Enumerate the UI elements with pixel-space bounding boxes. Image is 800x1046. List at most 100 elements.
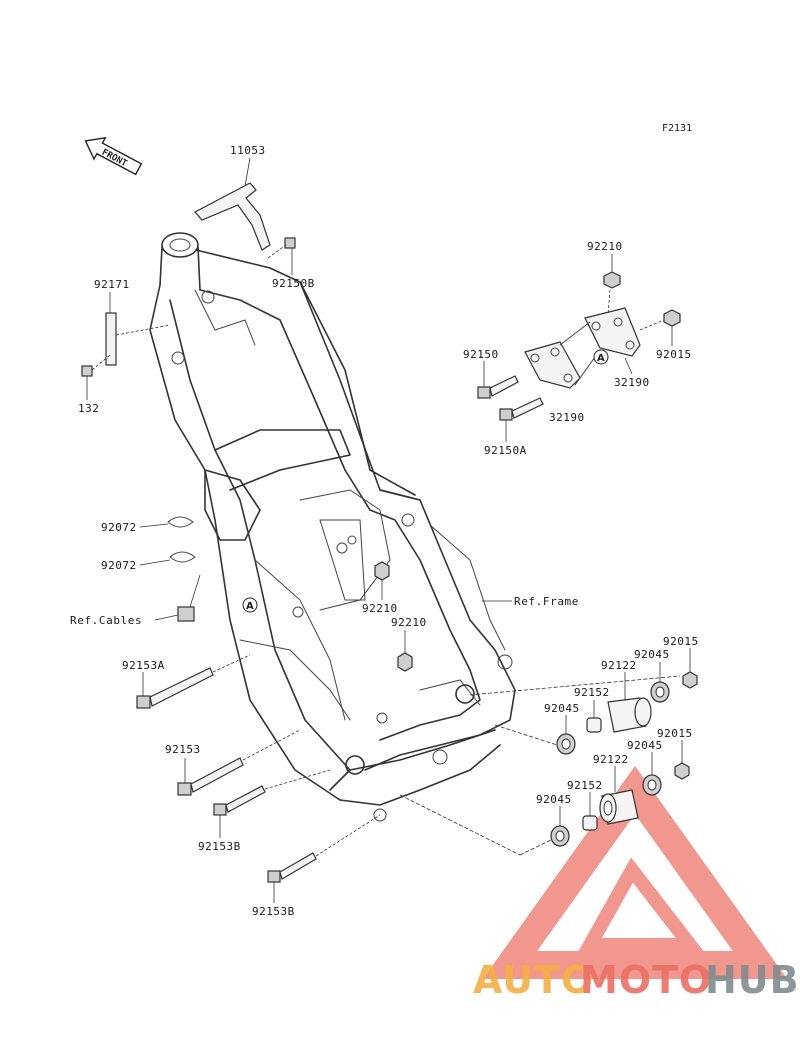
nut-92210-top-axis	[607, 289, 611, 316]
watermark-text-auto: AUTO	[473, 958, 594, 1002]
front-arrow-shape	[84, 136, 143, 176]
bearing-92045-r4-hole	[555, 830, 565, 842]
bolt-92153	[177, 729, 301, 796]
bracket-32190-leader	[624, 357, 633, 375]
bracket-32190-a-hole1	[591, 321, 601, 331]
callout-92153B-a: 92153B	[198, 840, 241, 853]
rear-loop-inner	[369, 509, 481, 741]
frame-boss-7	[432, 749, 448, 765]
bearing-92045-r3-hole	[647, 779, 657, 791]
clamp-92171-strap	[105, 312, 117, 366]
pivot-set-upper-axis	[469, 675, 681, 696]
callout-labels: 11053 92150B 92171 132 92210 92015 92150…	[70, 144, 698, 918]
bracket-connection	[559, 321, 591, 346]
side-plate	[299, 489, 391, 611]
marker-a-lower	[242, 597, 258, 613]
center-tube	[254, 559, 346, 721]
nut-92015-r1	[682, 671, 698, 689]
lower-cradle	[239, 639, 351, 721]
bottom-rail-2	[329, 729, 496, 791]
callout-32190-a: 32190	[614, 376, 650, 389]
bolt-92150A-shaft	[511, 397, 544, 419]
main-spar-lower	[199, 289, 371, 511]
nut-92015-top-axis	[639, 319, 665, 331]
cable-clip	[154, 574, 201, 622]
bracket-32190-a-hole2	[613, 317, 623, 327]
callout-92122-r2: 92122	[593, 753, 629, 766]
bearing-92045-r2-hole	[561, 738, 571, 750]
callout-92015-top: 92015	[656, 348, 692, 361]
nut-92210-mid2	[397, 652, 413, 672]
bolt-132-head	[81, 365, 93, 377]
front-direction-arrow: FRONT	[84, 136, 143, 176]
callout-92153: 92153	[165, 743, 201, 756]
callout-92072-a: 92072	[101, 521, 137, 534]
frame-boss-2	[171, 351, 185, 365]
pivot-set-upper	[469, 648, 698, 755]
ref-frame-label: Ref.Frame	[514, 595, 579, 608]
clamp-92072-lower-leader	[139, 559, 171, 566]
callout-92210-mid2: 92210	[391, 616, 427, 629]
bracket-32190-b	[524, 341, 581, 389]
clamp-92072-upper-leader	[139, 523, 169, 528]
collar-92152-r2	[582, 815, 598, 831]
clamp-92072-lower-shape	[169, 551, 196, 558]
marker-a-lower-label: A	[246, 601, 254, 612]
steering-head-top	[161, 232, 199, 258]
down-tube-right	[169, 299, 351, 771]
bolt-92153B-lower-shaft	[279, 852, 317, 880]
pivot-set-lower	[399, 740, 690, 856]
callout-92150: 92150	[463, 348, 499, 361]
frame-boss-9	[373, 808, 387, 822]
clamp-92072-upper-shape-2	[167, 521, 194, 528]
bracket-assembly-32190: A	[477, 254, 681, 442]
bolt-92153A-head	[136, 695, 151, 709]
frame-boss-4	[347, 535, 357, 545]
callout-132: 132	[78, 402, 99, 415]
pivot-set-lower-axis	[399, 794, 521, 856]
bolt-92150-head	[477, 386, 491, 399]
cable-clip-to-frame	[189, 574, 201, 608]
bracket-11053-shape	[194, 182, 271, 251]
bracket-11053	[194, 157, 271, 251]
nut-92015-top	[663, 309, 681, 327]
callout-11053: 11053	[230, 144, 266, 157]
watermark-logo	[482, 765, 788, 979]
gusset-2	[319, 519, 366, 601]
callout-92045-r1: 92045	[634, 648, 670, 661]
bottom-rail	[339, 744, 501, 806]
steering-head-inner	[169, 238, 191, 252]
bracket-11053-leader	[244, 157, 251, 187]
clamp-92171	[105, 292, 171, 366]
clamp-92072-lower	[139, 551, 196, 566]
bearing-92045-r1-hole	[655, 686, 665, 698]
callout-92210-top: 92210	[587, 240, 623, 253]
bracket-32190-b-hole3	[563, 373, 573, 383]
callout-92072-b: 92072	[101, 559, 137, 572]
engine-mount-plate-left	[204, 469, 261, 541]
bolt-92150B-axis	[267, 244, 287, 259]
bolt-92150B-head	[284, 237, 296, 249]
collar-92152-r1	[586, 717, 602, 733]
watermark-triangle-outer	[482, 765, 788, 979]
clamp-92072-lower-shape-2	[169, 556, 196, 563]
bolt-92153B-lower-axis	[315, 814, 381, 857]
watermark-text-hub: HUB	[705, 958, 800, 1002]
cable-clip-shape	[177, 606, 195, 622]
bolt-92153B-lower-head	[267, 870, 281, 883]
gusset-1	[194, 289, 256, 346]
bolt-92153A-axis	[212, 654, 251, 673]
cable-clip-leader	[154, 614, 179, 621]
clamp-92171-axis	[115, 324, 171, 336]
callout-92122-r1: 92122	[601, 659, 637, 672]
frame-boss-6	[497, 654, 513, 670]
bracket-32190-b-hole2	[550, 347, 560, 357]
frame-boss-10	[376, 712, 388, 724]
bolt-92153-axis	[242, 729, 301, 761]
frame-boss-11	[292, 606, 304, 618]
callout-92210-mid1: 92210	[362, 602, 398, 615]
steering-head-tube	[159, 246, 201, 291]
pivot-set-lower-axis-2	[519, 837, 556, 856]
